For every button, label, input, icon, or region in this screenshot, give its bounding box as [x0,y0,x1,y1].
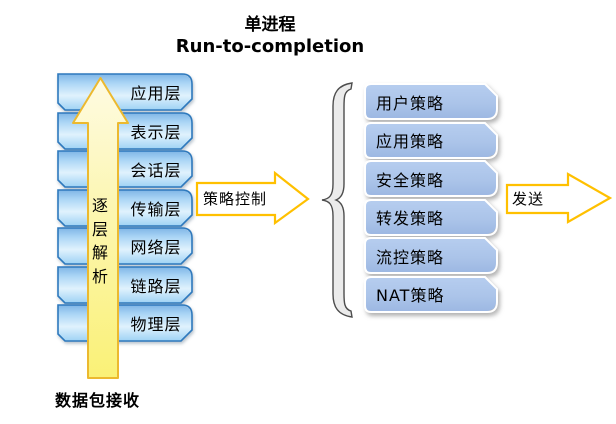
layer-box-background [58,189,192,226]
layer-label: 应用层 [130,84,182,103]
up-arrow [72,77,129,379]
policy-box-outline [364,83,498,120]
layer-box-background [58,305,192,341]
layer-label: 网络层 [130,238,182,257]
layer-box: 物理层 [57,304,193,342]
layer-box-background [58,151,192,187]
up-arrow-outline [72,77,129,379]
layer-box: 网络层 [57,227,193,265]
layer-box: 应用层 [57,73,193,111]
layer-box-background [58,228,192,264]
layer-box-outline [57,227,193,265]
layer-box: 链路层 [57,265,193,304]
policy-box: 安全策略 [364,160,498,197]
policy-box: 转发策略 [364,198,498,236]
policy-box: NAT策略 [364,275,498,313]
policy-box-background [365,238,497,273]
layer-box-outline [57,188,193,227]
layer-label: 会话层 [130,161,182,180]
policy-box-outline [364,275,498,313]
packet-receive-label: 数据包接收 [55,391,141,410]
policy-label: 应用策略 [376,132,445,151]
policy-control-label: 策略控制 [203,190,268,208]
layer-box-outline [57,73,193,111]
right-arrow-icon [195,170,310,226]
layer-label: 表示层 [130,122,182,142]
policy-box-background [365,84,497,119]
layer-box: 传输层 [57,188,193,227]
right-arrow-icon [505,172,613,224]
send-label: 发送 [512,189,545,208]
layer-box-background [58,266,192,303]
policy-label: 流控策略 [376,247,445,267]
layer-label: 链路层 [130,276,182,296]
policy-label: 转发策略 [376,209,445,228]
layer-label: 物理层 [130,315,182,334]
policy-box: 用户策略 [364,83,498,120]
policy-box-outline [364,237,498,274]
policy-box-outline [364,121,498,159]
title-chinese: 单进程 [244,15,296,35]
layer-box: 会话层 [57,150,193,188]
policy-box-background [365,276,497,312]
policy-label: NAT策略 [376,286,445,305]
policy-control-arrow: 策略控制 [195,170,311,226]
policy-box-outline [364,160,498,197]
up-arrow-label: 逐层解析 [91,196,108,286]
policy-stack: 用户策略应用策略安全策略转发策略流控策略 NAT策略 [364,83,498,315]
layer-box-outline [57,150,193,188]
title-english: Run-to-completion [175,36,365,57]
policy-box-background [365,122,497,158]
diagram-title: 单进程 Run-to-completion [110,15,430,58]
osi-layer-stack: 应用层表示层会话层传输层网络层链路层物理层 [57,73,193,344]
policy-box: 应用策略 [364,121,498,159]
layer-box-background [58,74,192,110]
policy-box-outline [364,198,498,236]
grouping-brace-icon [321,82,353,318]
layer-box-outline [57,111,193,150]
policy-box: 流控策略 [364,237,498,274]
policy-label: 用户策略 [376,93,445,113]
policy-box-background [365,161,497,196]
policy-box-background [365,199,497,235]
send-arrow: 发送 [505,172,613,224]
policy-label: 安全策略 [376,170,445,190]
layer-box-outline [57,265,193,304]
layer-box-outline [57,304,193,342]
layer-label: 传输层 [130,199,182,219]
